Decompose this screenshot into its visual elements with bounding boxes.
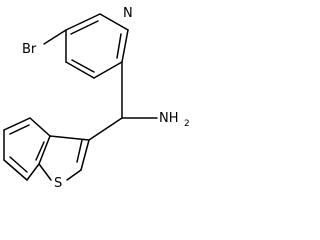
bond-c2-s — [66, 169, 82, 181]
bond-c6-n — [121, 29, 129, 63]
bond-s-c7a — [38, 163, 52, 181]
bond-c6-c7 — [3, 159, 28, 181]
structure-canvas: N Br NH 2 S — [3, 6, 190, 191]
bond-c5-c6 — [93, 61, 123, 79]
thiophene-ring — [38, 135, 90, 181]
bond-ch-c3 — [88, 117, 123, 141]
bond-c4-c5-inner — [9, 124, 30, 135]
bond-c3a-c7a-inner — [35, 141, 45, 161]
bond-c7-c7a — [26, 163, 40, 181]
bond-c6-n-inner — [116, 33, 122, 59]
bond-c3a-c4 — [29, 117, 51, 137]
atom-label-br: Br — [22, 42, 37, 57]
bond-c3a-c7a — [38, 135, 51, 165]
bond-n-c2 — [99, 13, 129, 31]
atom-label-s: S — [54, 176, 62, 191]
pyridine-ring — [65, 13, 129, 79]
bond-c4-c5-inner — [71, 59, 95, 73]
bond-c6-c7-inner — [9, 156, 28, 173]
atom-label-n: N — [123, 6, 133, 21]
bond-c3-c2-inner — [76, 139, 83, 163]
molecule-structure: N Br NH 2 S — [3, 6, 190, 191]
bond-c4-c5 — [65, 61, 95, 79]
bond-c3-c2 — [80, 139, 90, 171]
bond-c3-c3a — [49, 135, 90, 141]
benzene-ring — [3, 117, 51, 181]
bond-c3-br — [43, 29, 67, 45]
atom-label-nh: NH — [159, 111, 179, 126]
atom-label-nh2-subscript: 2 — [184, 119, 190, 129]
bond-c4-c5 — [3, 117, 31, 131]
bond-c2-c3 — [65, 13, 101, 31]
bond-c2-c3-inner — [70, 20, 99, 35]
